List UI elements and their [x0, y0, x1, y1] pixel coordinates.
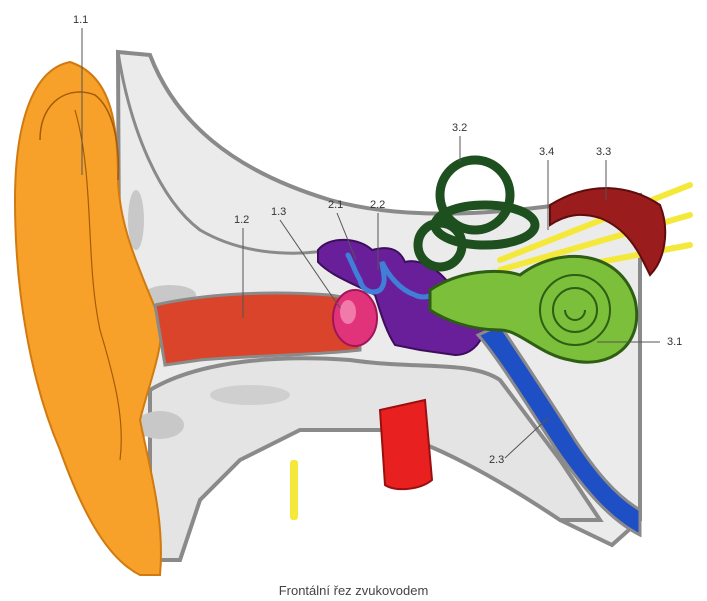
diagram-caption: Frontální řez zvukovodem: [0, 583, 707, 598]
eardrum: [333, 290, 377, 346]
label-1-1: 1.1: [73, 14, 88, 26]
eardrum-highlight: [340, 300, 356, 324]
label-1-3: 1.3: [271, 206, 286, 218]
label-1-2: 1.2: [234, 214, 249, 226]
label-3-2: 3.2: [452, 122, 467, 134]
label-3-1: 3.1: [667, 336, 682, 348]
blood-vessel: [380, 400, 432, 489]
label-3-3: 3.3: [596, 146, 611, 158]
label-2-3: 2.3: [489, 454, 504, 466]
label-3-4: 3.4: [539, 146, 554, 158]
bone-shadow: [210, 385, 290, 405]
bone-shadow: [128, 190, 144, 250]
label-2-1: 2.1: [328, 199, 343, 211]
facial-nerve: [290, 460, 298, 520]
label-2-2: 2.2: [370, 199, 385, 211]
